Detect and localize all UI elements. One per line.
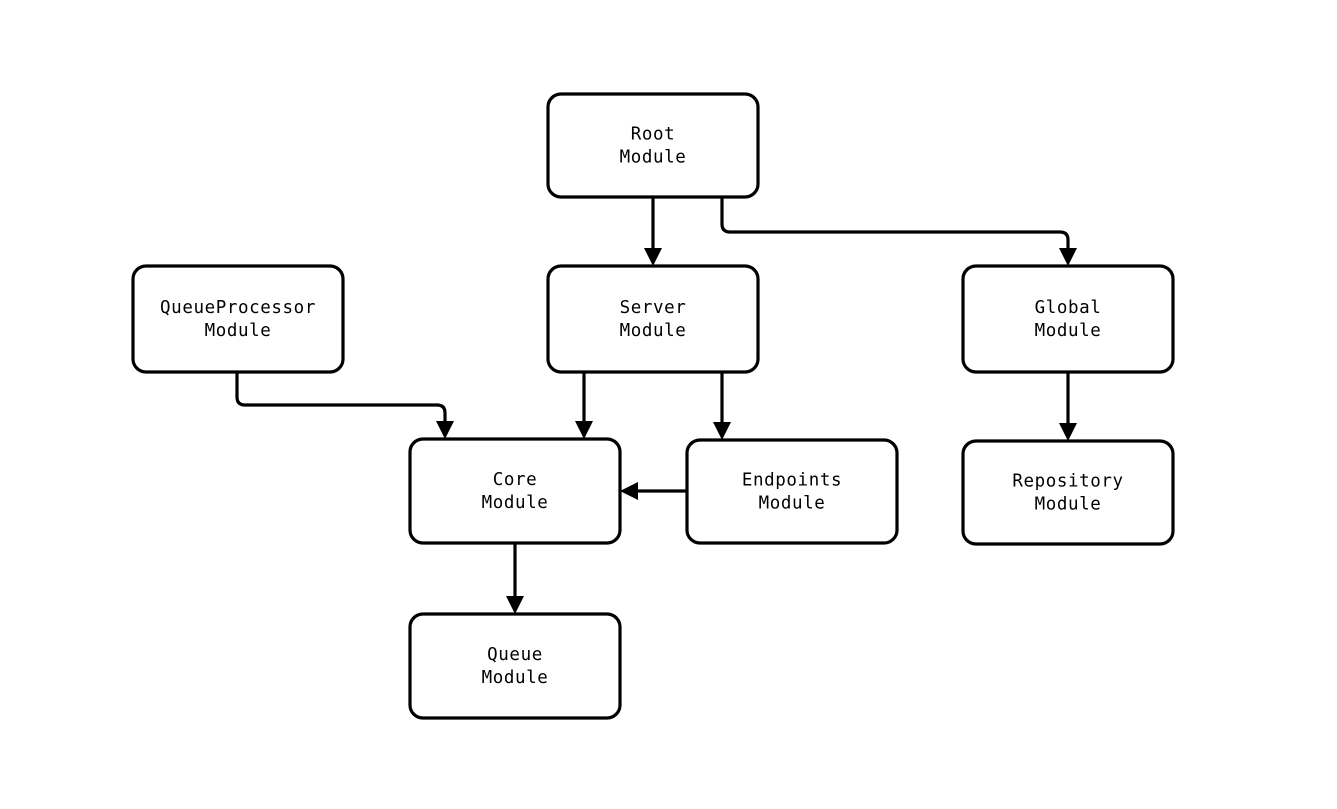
node-box[interactable] — [546, 92, 760, 199]
node-label-line2: Module — [1035, 495, 1102, 515]
arrowhead-icon — [1059, 423, 1077, 441]
nodes-layer: RootModuleQueueProcessorModuleServerModu… — [131, 92, 1175, 720]
node-label-line1: Core — [493, 470, 538, 490]
edge-root-to-server — [644, 197, 662, 266]
node-label-line1: Queue — [487, 645, 543, 665]
node-box[interactable] — [546, 264, 760, 374]
arrowhead-icon — [644, 248, 662, 266]
arrowhead-icon — [436, 421, 454, 439]
node-label-line1: Server — [620, 298, 687, 318]
node-label-line2: Module — [482, 668, 549, 688]
node-label-line1: Global — [1035, 298, 1102, 318]
arrowhead-icon — [1059, 248, 1077, 266]
node-label-line2: Module — [759, 494, 826, 514]
node-label-line2: Module — [620, 148, 687, 168]
node-label-line1: Root — [631, 125, 676, 145]
node-box[interactable] — [131, 264, 345, 374]
edge-endpoints-to-core — [620, 482, 687, 500]
node-label-line2: Module — [1035, 321, 1102, 341]
arrowhead-icon — [506, 596, 524, 614]
node-label-line1: QueueProcessor — [160, 298, 316, 318]
edges-layer — [235, 197, 1077, 614]
edge-server-to-endpoints — [713, 372, 731, 440]
arrowhead-icon — [575, 421, 593, 439]
node-label-line2: Module — [620, 321, 687, 341]
node-box[interactable] — [408, 612, 622, 720]
edge-core-to-queue — [506, 543, 524, 614]
arrowhead-icon — [713, 422, 731, 440]
edge-line — [235, 372, 447, 425]
arrowhead-icon — [620, 482, 638, 500]
edge-queueprocessor-to-core — [235, 372, 454, 439]
node-box[interactable] — [685, 438, 899, 545]
node-label-line1: Endpoints — [742, 471, 842, 491]
node-box[interactable] — [961, 264, 1175, 374]
node-box[interactable] — [408, 437, 622, 545]
node-label-line1: Repository — [1012, 472, 1123, 492]
node-box[interactable] — [961, 439, 1175, 546]
edge-global-to-repository — [1059, 372, 1077, 441]
edge-server-to-core — [575, 372, 593, 439]
edge-line — [720, 197, 1070, 252]
node-label-line2: Module — [482, 493, 549, 513]
node-label-line2: Module — [205, 321, 272, 341]
edge-root-to-global — [720, 197, 1077, 266]
